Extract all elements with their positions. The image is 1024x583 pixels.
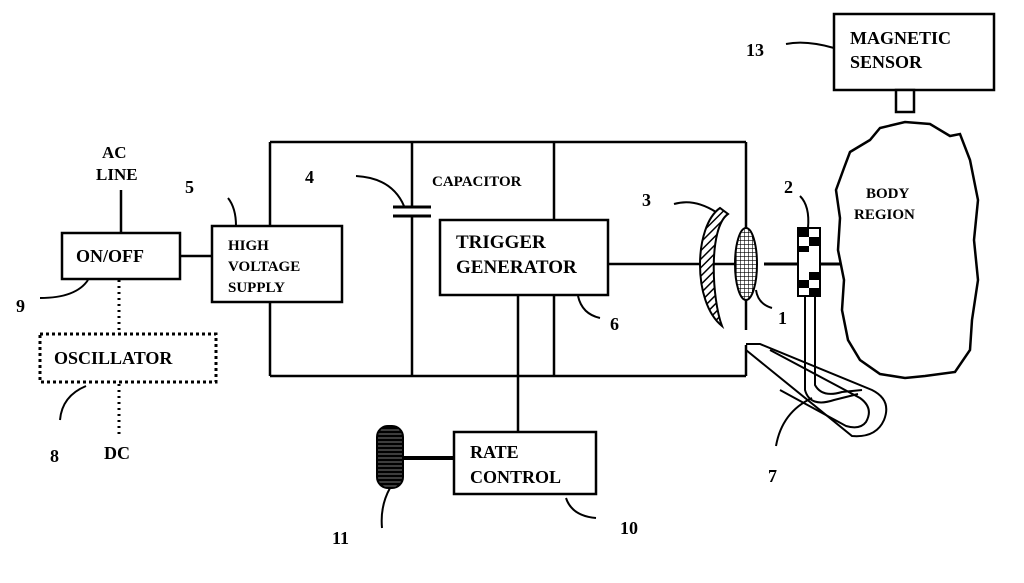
leader-2 bbox=[800, 196, 808, 228]
leader-9 bbox=[40, 280, 88, 298]
ref-6: 6 bbox=[610, 314, 619, 334]
hv-label-2: VOLTAGE bbox=[228, 259, 300, 275]
ref-2: 2 bbox=[784, 177, 793, 197]
electrode-check bbox=[798, 228, 809, 237]
stimulation-coil bbox=[735, 228, 757, 300]
dc-label: DC bbox=[104, 443, 130, 463]
trigger-label-2: GENERATOR bbox=[456, 257, 577, 278]
ac-line-label-1: AC bbox=[102, 143, 127, 162]
tube-loop-inner bbox=[770, 350, 869, 427]
leader-4 bbox=[356, 176, 404, 206]
leader-8 bbox=[60, 386, 86, 420]
electrode-check bbox=[809, 237, 820, 246]
sensor-probe bbox=[896, 90, 914, 112]
ref-13: 13 bbox=[746, 40, 764, 60]
electrode-check bbox=[809, 288, 820, 296]
ref-11: 11 bbox=[332, 528, 349, 548]
ref-1: 1 bbox=[778, 308, 787, 328]
leader-10 bbox=[566, 498, 596, 518]
magnetic-label-2: SENSOR bbox=[850, 52, 923, 72]
ref-10: 10 bbox=[620, 518, 638, 538]
hv-label-1: HIGH bbox=[228, 238, 269, 254]
ref-5: 5 bbox=[185, 177, 194, 197]
ref-7: 7 bbox=[768, 466, 777, 486]
magnetic-reflector bbox=[700, 208, 728, 326]
body-region bbox=[836, 122, 978, 378]
body-label-1: BODY bbox=[866, 186, 910, 202]
trigger-label-1: TRIGGER bbox=[456, 232, 546, 253]
leader-6 bbox=[578, 296, 600, 318]
rate-label-1: RATE bbox=[470, 442, 519, 462]
ref-3: 3 bbox=[642, 190, 651, 210]
hv-label-3: SUPPLY bbox=[228, 280, 285, 296]
oscillator-label: OSCILLATOR bbox=[54, 348, 173, 368]
electrode-check bbox=[798, 280, 809, 288]
electrode-check bbox=[798, 246, 809, 252]
ref-8: 8 bbox=[50, 446, 59, 466]
magnetic-label-1: MAGNETIC bbox=[850, 28, 951, 48]
on-off-label: ON/OFF bbox=[76, 246, 144, 266]
rate-label-2: CONTROL bbox=[470, 467, 561, 487]
leader-13 bbox=[786, 43, 834, 48]
ref-9: 9 bbox=[16, 296, 25, 316]
ref-4: 4 bbox=[305, 167, 314, 187]
leader-11 bbox=[382, 488, 390, 528]
ac-line-label-2: LINE bbox=[96, 165, 138, 184]
electrode-check bbox=[809, 272, 820, 280]
rate-knob bbox=[377, 426, 403, 488]
leader-1 bbox=[756, 290, 772, 308]
leader-3 bbox=[674, 202, 716, 212]
capacitor-label: CAPACITOR bbox=[432, 174, 522, 190]
leader-5 bbox=[228, 198, 236, 226]
body-label-2: REGION bbox=[854, 207, 915, 223]
